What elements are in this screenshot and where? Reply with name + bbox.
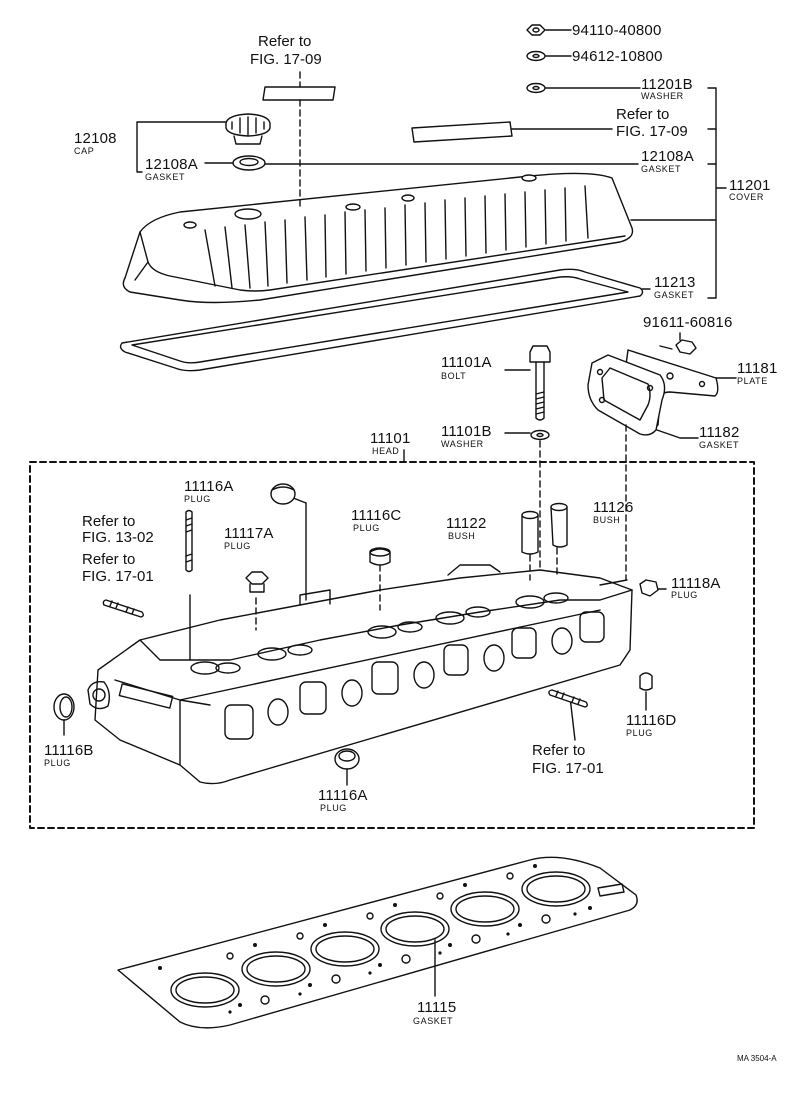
- reference-pad-right: [411, 121, 513, 143]
- part-number: 11116A: [318, 787, 368, 804]
- stud-left-part: [102, 599, 144, 618]
- part-name: PLUG: [224, 541, 251, 551]
- part-name: PLUG: [320, 803, 347, 813]
- part-number: 11201: [729, 177, 771, 194]
- stud-top-part: [185, 509, 193, 573]
- reference-line2: FIG. 17-01: [82, 568, 154, 585]
- reference-line2: FIG. 17-01: [532, 760, 604, 777]
- part-name: BUSH: [593, 515, 621, 525]
- part-number: 11116C: [351, 507, 402, 524]
- part-number: 94110-40800: [572, 22, 662, 39]
- part-number: 91611-60816: [643, 314, 733, 331]
- cap-gasket-part: [232, 155, 266, 171]
- stud-right-part: [548, 689, 588, 708]
- part-number: 11117A: [224, 525, 274, 542]
- bush-11122-part: [521, 510, 539, 555]
- reference-line1: Refer to: [82, 513, 136, 530]
- reference-line1: Refer to: [258, 33, 312, 50]
- part-name: GASKET: [145, 172, 186, 182]
- part-name: GASKET: [699, 440, 740, 450]
- reference-line2: FIG. 17-09: [616, 123, 688, 140]
- part-name: GASKET: [641, 164, 682, 174]
- part-name: PLUG: [671, 590, 698, 600]
- plate-bolt-part: [659, 339, 697, 355]
- oil-cap-part: [225, 113, 271, 145]
- figure-code: MA 3504-A: [737, 1054, 777, 1063]
- plug-11117a-part: [245, 571, 269, 593]
- cover-gasket-part: [119, 268, 644, 372]
- cover-washer-part: [526, 82, 641, 94]
- part-name: HEAD: [372, 446, 400, 456]
- part-number: 11116D: [626, 712, 677, 729]
- part-number: 11101A: [441, 354, 492, 371]
- part-number: 11115: [417, 999, 457, 1016]
- part-number: 11213: [654, 274, 696, 291]
- reference-line1: Refer to: [82, 551, 136, 568]
- plug-11116a-bottom-part: [334, 748, 360, 770]
- part-number: 12108A: [641, 148, 694, 165]
- plug-11116b-part: [53, 693, 75, 721]
- part-number: 11116B: [44, 742, 94, 759]
- part-number: 12108: [74, 130, 117, 147]
- plug-11116a-top-part: [270, 483, 296, 505]
- part-number: 11101: [370, 430, 411, 447]
- reference-line2: FIG. 13-02: [82, 529, 154, 546]
- part-name: CAP: [74, 146, 95, 156]
- plug-11116c-part: [369, 547, 391, 566]
- head-washer-part: [530, 429, 550, 441]
- head-gasket-part: [117, 856, 638, 1029]
- part-number: 11101B: [441, 423, 492, 440]
- reference-pad-top: [262, 86, 336, 101]
- plate-gasket-part: [587, 354, 666, 436]
- part-name: PLUG: [44, 758, 71, 768]
- part-name: WASHER: [641, 91, 684, 101]
- part-name: COVER: [729, 192, 765, 202]
- part-name: GASKET: [654, 290, 695, 300]
- part-name: BOLT: [441, 371, 467, 381]
- part-name: PLATE: [737, 376, 768, 386]
- part-name: PLUG: [626, 728, 653, 738]
- part-number: 12108A: [145, 156, 198, 173]
- part-number: 11122: [446, 515, 487, 532]
- part-name: WASHER: [441, 439, 484, 449]
- head-bolt-part: [529, 345, 551, 421]
- part-name: PLUG: [353, 523, 380, 533]
- washer-top-part: [526, 50, 572, 62]
- part-name: PLUG: [184, 494, 211, 504]
- reference-line1: Refer to: [532, 742, 586, 759]
- plug-11116d-part: [639, 672, 653, 691]
- part-number: 11181: [737, 360, 778, 377]
- cylinder-head-part: [87, 564, 633, 785]
- part-number: 11116A: [184, 478, 234, 495]
- part-number: 11182: [699, 424, 740, 441]
- part-number: 11201B: [641, 76, 693, 93]
- part-name: BUSH: [448, 531, 476, 541]
- nut-part: [526, 24, 572, 36]
- valve-cover-part: [122, 172, 634, 304]
- part-name: GASKET: [413, 1016, 454, 1026]
- bush-11126-part: [550, 502, 568, 548]
- reference-line2: FIG. 17-09: [250, 51, 322, 68]
- head-assembly-outline: [29, 461, 755, 829]
- part-number: 11118A: [671, 575, 721, 592]
- part-number: 94612-10800: [572, 48, 663, 65]
- plug-11118a-part: [639, 579, 659, 597]
- reference-line1: Refer to: [616, 106, 670, 123]
- part-number: 11126: [593, 499, 634, 516]
